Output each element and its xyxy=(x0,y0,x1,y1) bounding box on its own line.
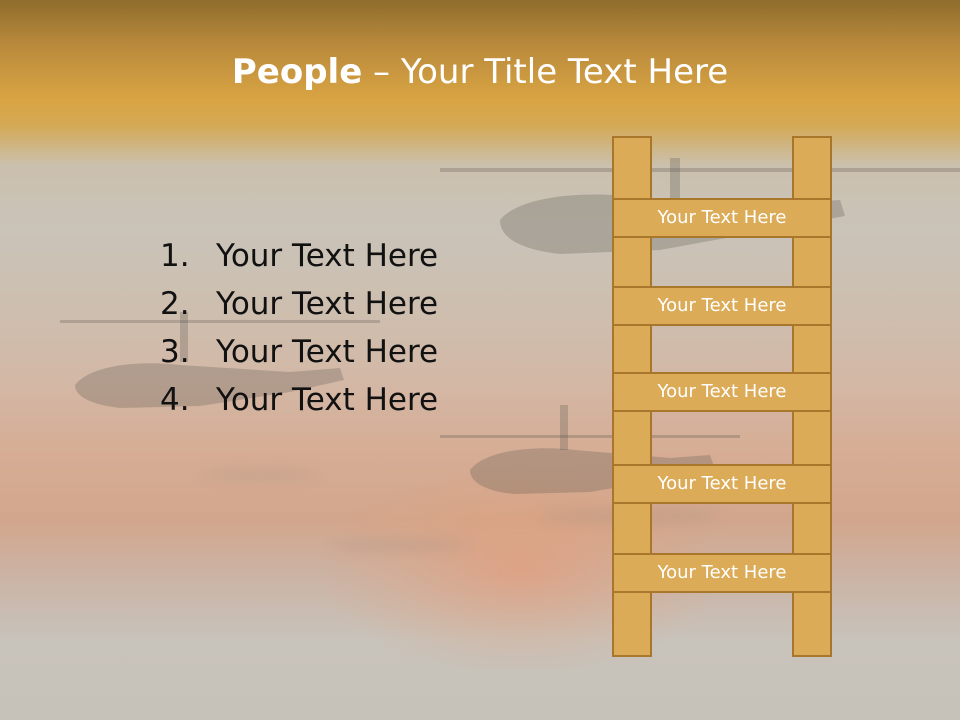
list-number: 1. xyxy=(160,238,190,274)
cloud xyxy=(200,470,320,478)
list-item: 3. Your Text Here xyxy=(160,328,438,376)
list-item: 2. Your Text Here xyxy=(160,280,438,328)
list-text: Your Text Here xyxy=(216,382,439,418)
list-number: 2. xyxy=(160,286,190,322)
helicopter-silhouette-left xyxy=(60,312,380,408)
numbered-list: 1. Your Text Here 2. Your Text Here 3. Your… xyxy=(160,232,438,424)
list-text: Your Text Here xyxy=(216,286,439,322)
ladder-rung: Your Text Here xyxy=(612,464,832,504)
ladder-rung: Your Text Here xyxy=(612,198,832,238)
list-text: Your Text Here xyxy=(216,238,439,274)
title-bold: People xyxy=(231,52,363,92)
list-number: 3. xyxy=(160,334,190,370)
list-number: 4. xyxy=(160,382,190,418)
title-rest: – Your Title Text Here xyxy=(362,52,729,92)
ladder-rung: Your Text Here xyxy=(612,372,832,412)
list-item: 1. Your Text Here xyxy=(160,232,438,280)
list-text: Your Text Here xyxy=(216,334,439,370)
ladder-rung: Your Text Here xyxy=(612,286,832,326)
cloud xyxy=(330,540,470,550)
slide-title: People – Your Title Text Here xyxy=(0,52,960,92)
list-item: 4. Your Text Here xyxy=(160,376,438,424)
helicopter-silhouette-center xyxy=(440,405,740,494)
ladder-rung: Your Text Here xyxy=(612,553,832,593)
